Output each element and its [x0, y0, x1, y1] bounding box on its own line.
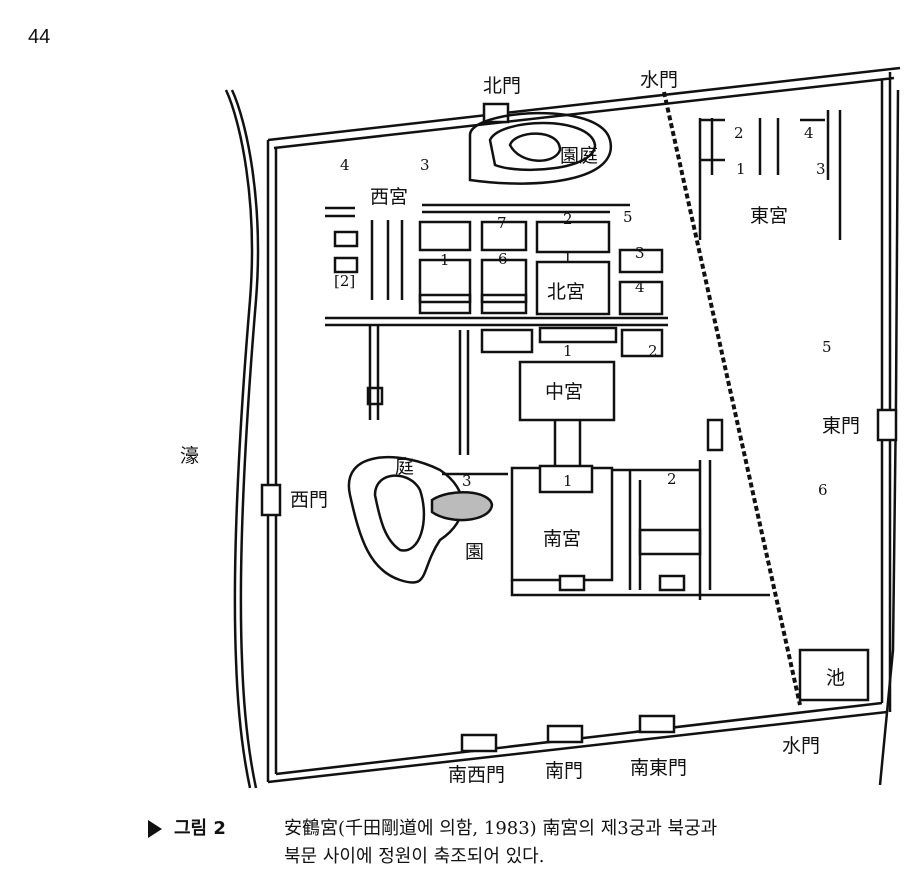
south-east-gate-mark [638, 714, 676, 734]
building-number: 1 [563, 342, 573, 360]
building-number: [2] [334, 272, 355, 290]
caption-line-1: 安鶴宮(千田剛道에 의함, 1983) 南宮의 제3궁과 북궁과 [284, 818, 718, 839]
page-number: 44 [28, 26, 51, 48]
building-number: 4 [804, 124, 814, 142]
building-number: 1 [563, 248, 573, 266]
east-gate-mark [876, 408, 898, 442]
building-number: 2 [563, 210, 573, 228]
middle-palace-block [518, 360, 616, 422]
moat-east-line [878, 89, 900, 786]
south-west-gate-label: 南西門 [448, 764, 505, 786]
east-gate-label: 東門 [822, 415, 860, 437]
building-number: 1 [440, 251, 450, 269]
building-number: 1 [736, 160, 746, 178]
north-gate-label: 北門 [483, 75, 521, 97]
water-gate-top-label: 水門 [640, 69, 678, 91]
building-number: 5 [623, 208, 633, 226]
building-number: 2 [648, 342, 658, 360]
building-number: 3 [462, 472, 472, 490]
moat-label: 濠 [180, 445, 199, 467]
south-palace-label: 南宮 [543, 528, 581, 550]
moat-west-line-2 [230, 89, 260, 789]
building-number: 4 [635, 278, 645, 296]
building-number: 5 [822, 338, 832, 356]
building-number: 7 [497, 214, 507, 232]
north-palace-grid [418, 220, 664, 316]
west-palace-label: 西宮 [370, 186, 408, 208]
building-number: 4 [340, 156, 350, 174]
garden-west-label-2: 園 [465, 541, 484, 563]
building-number: 2 [734, 124, 744, 142]
west-gate-label: 西門 [290, 489, 328, 511]
garden-west-label-1: 庭 [395, 456, 414, 478]
figure-label: 그림 2 [174, 818, 226, 839]
west-gate-mark [260, 483, 282, 517]
canal [662, 91, 802, 706]
pond-label: 池 [826, 667, 845, 689]
building-number: 6 [818, 481, 828, 499]
building-number: 3 [635, 244, 645, 262]
building-number: 1 [563, 472, 573, 490]
middle-palace-label: 中宮 [545, 381, 583, 403]
building-number: 6 [498, 250, 508, 268]
water-gate-bottom-label: 水門 [782, 735, 820, 757]
south-west-gate-mark [460, 733, 498, 753]
caption-line-2: 북문 사이에 정원이 축조되어 있다. [284, 846, 545, 867]
garden-contours [468, 111, 613, 185]
building-number: 3 [816, 160, 826, 178]
south-gate-mark [546, 724, 584, 744]
figure-caption: 그림 2 安鶴宮(千田剛道에 의함, 1983) 南宮의 제3궁과 북궁과 북문… [148, 815, 717, 871]
building-number: 2 [667, 470, 677, 488]
north-palace-label: 北宮 [547, 281, 585, 303]
building-number: 3 [420, 156, 430, 174]
south-east-gate-label: 南東門 [630, 757, 687, 779]
moat-west-line [224, 89, 254, 789]
south-gate-label: 南門 [545, 760, 583, 782]
east-palace-lines [698, 110, 842, 240]
pond-block [798, 648, 870, 702]
east-palace-label: 東宮 [750, 205, 788, 227]
garden-north-label: 園庭 [560, 145, 598, 167]
anhak-palace-plan: 北門 水門 園庭 西宮 東宮 北宮 中宮 南宮 濠 西門 東門 庭 園 池 水門… [180, 66, 901, 789]
triangle-bullet-icon [148, 820, 162, 838]
west-garden-contours [347, 455, 464, 584]
